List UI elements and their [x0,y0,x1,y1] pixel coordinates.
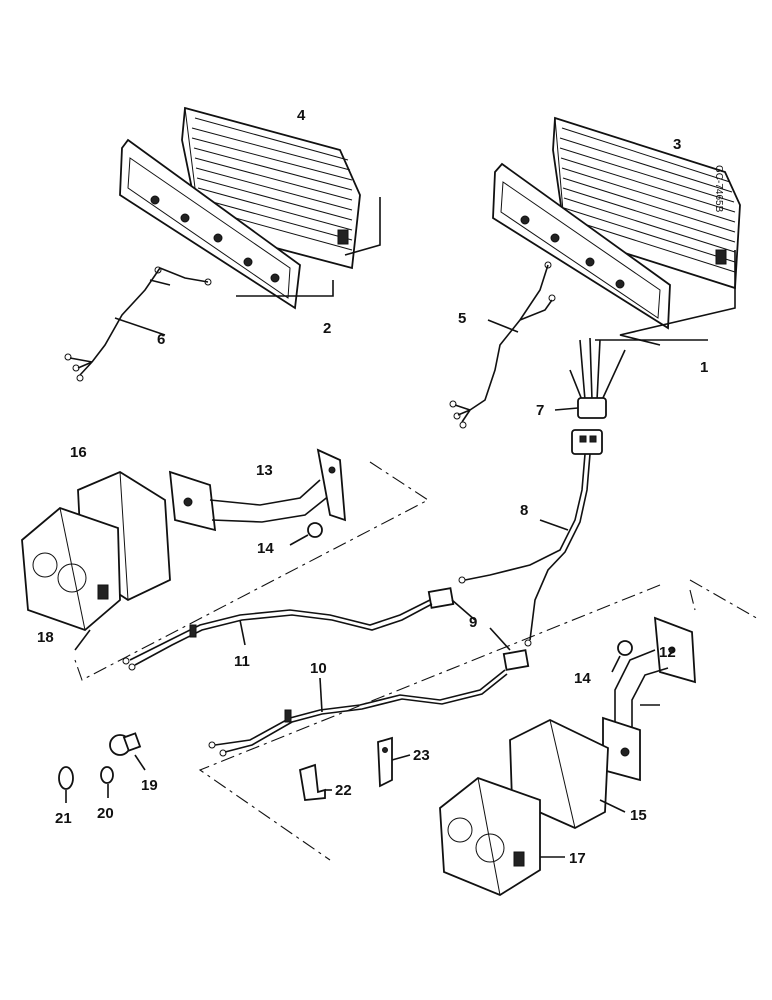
callout-19: 19 [141,777,158,794]
callout-23: 23 [413,747,430,764]
callout-12: 12 [659,644,676,661]
part-5-pigtail [449,261,556,429]
callout-14-right: 14 [574,670,591,687]
callout-6: 6 [157,331,165,348]
callout-5: 5 [458,310,466,327]
part-12-bracket [602,616,696,782]
callout-14-left: 14 [257,540,274,557]
part-11-harness [122,599,433,671]
callout-7: 7 [536,402,544,419]
callout-8: 8 [520,502,528,519]
part-6-pigtail [64,266,212,382]
callout-1: 1 [700,359,708,376]
part-10-harness [208,669,508,757]
part-19-bulb [109,732,146,771]
drawing-code: GC-7465B [713,165,724,213]
callout-20: 20 [97,805,114,822]
part-7-connector [554,337,626,455]
part-22-clip [298,763,332,801]
callout-18: 18 [37,629,54,646]
callout-3: 3 [673,136,681,153]
callout-2: 2 [323,320,331,337]
part-23-clip [377,736,411,788]
part-1-housing [492,162,736,346]
callout-13: 13 [256,462,273,479]
part-8-harness [458,453,591,647]
callout-labels: 1 2 3 4 5 6 7 8 9 10 11 12 13 14 14 15 1… [37,107,708,867]
callout-4: 4 [297,107,306,124]
callout-11: 11 [234,653,250,670]
part-9-plugs [427,587,530,671]
callout-21: 21 [55,810,72,827]
callout-22: 22 [335,782,352,799]
group-boundaries [74,461,761,861]
part-2-housing [119,138,381,310]
part-14-nuts [289,522,633,673]
part-21-bulb [58,766,74,803]
part-3-lens [552,116,741,290]
callout-15: 15 [630,807,647,824]
part-17-lamp [439,776,565,897]
callout-10: 10 [310,660,327,677]
callout-16: 16 [70,444,87,461]
part-18-lamp [21,506,121,651]
part-13-bracket [168,448,347,532]
part-20-bulb [100,766,114,798]
callout-9: 9 [469,614,477,631]
callout-17: 17 [569,850,586,867]
